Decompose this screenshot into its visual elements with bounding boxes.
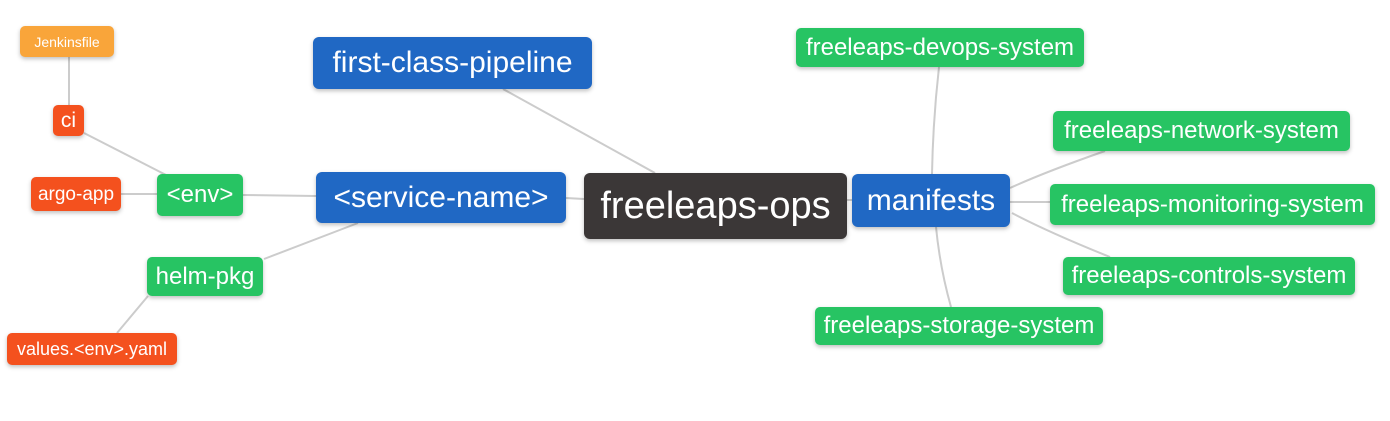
edge-manifests-to-freeleaps-network-system <box>1009 150 1106 189</box>
node-freeleaps-storage-system[interactable]: freeleaps-storage-system <box>815 307 1103 345</box>
edge-helm-pkg-to-service-name <box>263 222 359 260</box>
edge-values-env-yaml-to-helm-pkg <box>116 295 149 334</box>
node-freeleaps-devops-system[interactable]: freeleaps-devops-system <box>796 28 1084 67</box>
node-freeleaps-controls-system[interactable]: freeleaps-controls-system <box>1063 257 1355 295</box>
node-freeleaps-network-system[interactable]: freeleaps-network-system <box>1053 111 1350 151</box>
edge-service-name-to-freeleaps-ops <box>565 197 585 200</box>
node-label: freeleaps-storage-system <box>823 312 1095 339</box>
node-label: ci <box>60 109 77 132</box>
node-label: freeleaps-controls-system <box>1071 262 1347 289</box>
node-service-name[interactable]: <service-name> <box>316 172 566 223</box>
edge-env-to-service-name <box>242 194 317 197</box>
node-label: <service-name> <box>333 180 549 214</box>
node-env[interactable]: <env> <box>157 174 243 216</box>
node-freeleaps-ops[interactable]: freeleaps-ops <box>584 173 847 239</box>
node-freeleaps-monitoring-system[interactable]: freeleaps-monitoring-system <box>1050 184 1375 225</box>
node-ci[interactable]: ci <box>53 105 84 136</box>
node-label: first-class-pipeline <box>332 46 573 79</box>
edge-ci-to-env <box>83 132 169 177</box>
node-first-class-pipeline[interactable]: first-class-pipeline <box>313 37 592 89</box>
node-label: freeleaps-monitoring-system <box>1061 190 1364 218</box>
node-label: helm-pkg <box>155 262 255 290</box>
node-label: Jenkinsfile <box>34 33 100 50</box>
node-label: <env> <box>166 181 234 208</box>
node-label: argo-app <box>37 183 115 205</box>
node-manifests[interactable]: manifests <box>852 174 1010 227</box>
node-label: freeleaps-devops-system <box>805 33 1075 61</box>
edge-manifests-to-freeleaps-controls-system <box>1011 212 1111 258</box>
node-jenkinsfile[interactable]: Jenkinsfile <box>20 26 114 57</box>
node-helm-pkg[interactable]: helm-pkg <box>147 257 263 296</box>
node-label: freeleaps-ops <box>600 185 831 227</box>
node-label: freeleaps-network-system <box>1064 117 1339 144</box>
node-values-env-yaml[interactable]: values.<env>.yaml <box>7 333 177 365</box>
edge-first-class-pipeline-to-freeleaps-ops <box>502 88 656 174</box>
edge-manifests-to-freeleaps-storage-system <box>935 226 952 308</box>
node-label: values.<env>.yaml <box>16 339 168 359</box>
node-label: manifests <box>866 183 996 217</box>
node-argo-app[interactable]: argo-app <box>31 177 121 211</box>
edge-freeleaps-devops-system-to-manifests <box>931 66 940 175</box>
